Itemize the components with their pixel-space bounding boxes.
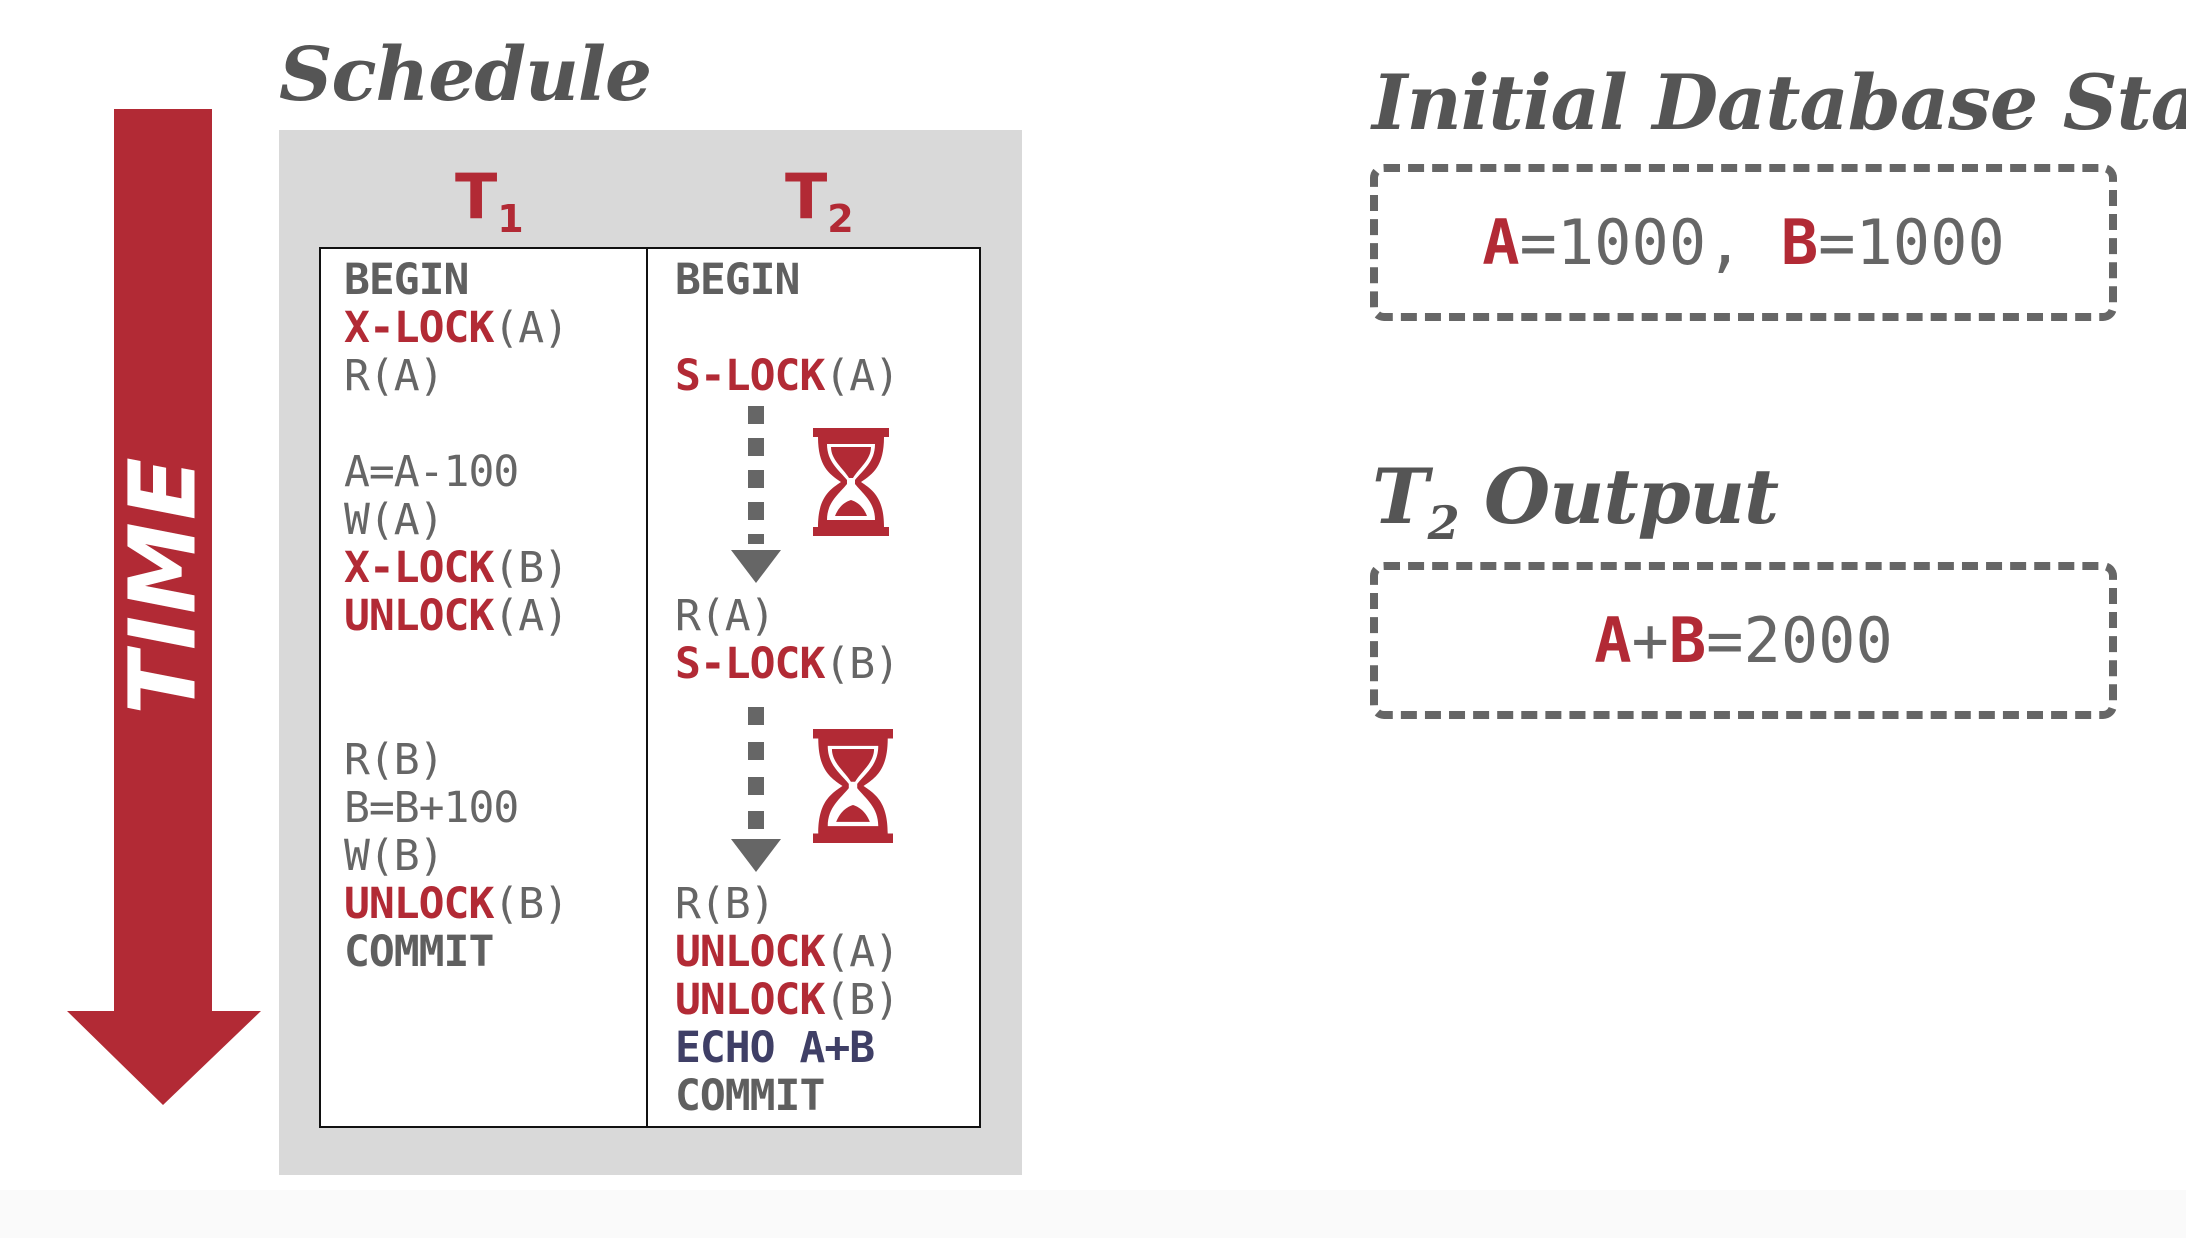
- operation-text: COMMIT: [344, 927, 494, 977]
- operation-text: (B): [493, 879, 569, 929]
- t1-operation: W(A): [344, 495, 445, 545]
- time-arrow: [67, 109, 261, 1105]
- t2-operation: UNLOCK(A): [675, 927, 900, 977]
- lock-keyword: X-LOCK: [344, 303, 494, 353]
- operation-text: W(B): [344, 831, 445, 881]
- hourglass-icon: [813, 428, 889, 536]
- t2-operation: COMMIT: [675, 1071, 825, 1121]
- t1-operation: BEGIN: [344, 255, 469, 305]
- var-b: B: [1780, 206, 1819, 279]
- value-b: =1000: [1818, 206, 2005, 279]
- schedule-title: Schedule: [279, 32, 652, 118]
- operation-text: (A): [493, 303, 569, 353]
- value-a: =1000,: [1519, 206, 1781, 279]
- lock-keyword: X-LOCK: [344, 543, 494, 593]
- lock-keyword: UNLOCK: [344, 591, 494, 641]
- output-value: =2000: [1706, 604, 1893, 677]
- var-a: A: [1594, 604, 1632, 677]
- t1-operation: R(B): [344, 735, 445, 785]
- t1-operation: W(B): [344, 831, 445, 881]
- operation-text: W(A): [344, 495, 445, 545]
- time-label: TIME: [109, 455, 217, 715]
- operation-text: COMMIT: [675, 1071, 825, 1121]
- t1-operation: R(A): [344, 351, 445, 401]
- t1-operation: B=B+100: [344, 783, 519, 833]
- operation-text: B=B+100: [344, 783, 519, 833]
- t1-operation: A=A-100: [344, 447, 519, 497]
- operation-text: R(A): [675, 591, 776, 641]
- operation-text: (B): [493, 543, 569, 593]
- title-rest: Output: [1458, 452, 1779, 541]
- operation-text: (B): [824, 975, 900, 1025]
- operation-text: BEGIN: [675, 255, 800, 305]
- lock-keyword: UNLOCK: [344, 879, 494, 929]
- operation-text: ECHO A+B: [675, 1023, 875, 1073]
- column-divider: [646, 247, 648, 1128]
- lock-keyword: S-LOCK: [675, 639, 825, 689]
- operation-text: (A): [824, 927, 900, 977]
- col-sub: 1: [497, 197, 524, 241]
- title-main: T: [1372, 452, 1429, 541]
- col-name: T: [455, 160, 498, 233]
- output-title: T2 Output: [1372, 452, 1779, 550]
- initial-state-title: Initial Database State: [1372, 58, 2186, 147]
- lock-keyword: UNLOCK: [675, 927, 825, 977]
- wait-arrow-2: [731, 707, 781, 872]
- plus: +: [1631, 604, 1669, 677]
- wait-arrow-1: [731, 406, 781, 583]
- t1-operation: X-LOCK(B): [344, 543, 569, 593]
- hourglass-icon: [813, 729, 893, 843]
- t2-operation: S-LOCK(A): [675, 351, 900, 401]
- operation-text: R(A): [344, 351, 445, 401]
- column-header-t2: T2: [785, 162, 854, 254]
- column-header-t1: T1: [455, 162, 524, 254]
- var-b: B: [1668, 604, 1707, 677]
- col-sub: 2: [827, 197, 854, 241]
- t2-operation: ECHO A+B: [675, 1023, 875, 1073]
- t1-operation: X-LOCK(A): [344, 303, 569, 353]
- operation-text: (A): [493, 591, 569, 641]
- schedule-table: [319, 247, 981, 1128]
- output-box: A+B=2000: [1370, 562, 2117, 719]
- operation-text: (B): [824, 639, 900, 689]
- t2-operation: R(A): [675, 591, 776, 641]
- t2-operation: BEGIN: [675, 255, 800, 305]
- lock-keyword: UNLOCK: [675, 975, 825, 1025]
- t2-operation: UNLOCK(B): [675, 975, 900, 1025]
- t2-operation: R(B): [675, 879, 776, 929]
- title-sub: 2: [1427, 496, 1460, 550]
- t1-operation: COMMIT: [344, 927, 494, 977]
- operation-text: (A): [824, 351, 900, 401]
- operation-text: R(B): [675, 879, 776, 929]
- t1-operation: UNLOCK(B): [344, 879, 569, 929]
- background-strip: [0, 1190, 2186, 1238]
- lock-keyword: S-LOCK: [675, 351, 825, 401]
- operation-text: BEGIN: [344, 255, 469, 305]
- t1-operation: UNLOCK(A): [344, 591, 569, 641]
- initial-state-box: A=1000, B=1000: [1370, 164, 2117, 321]
- operation-text: A=A-100: [344, 447, 519, 497]
- t2-operation: S-LOCK(B): [675, 639, 900, 689]
- var-a: A: [1482, 206, 1520, 279]
- col-name: T: [785, 160, 828, 233]
- operation-text: R(B): [344, 735, 445, 785]
